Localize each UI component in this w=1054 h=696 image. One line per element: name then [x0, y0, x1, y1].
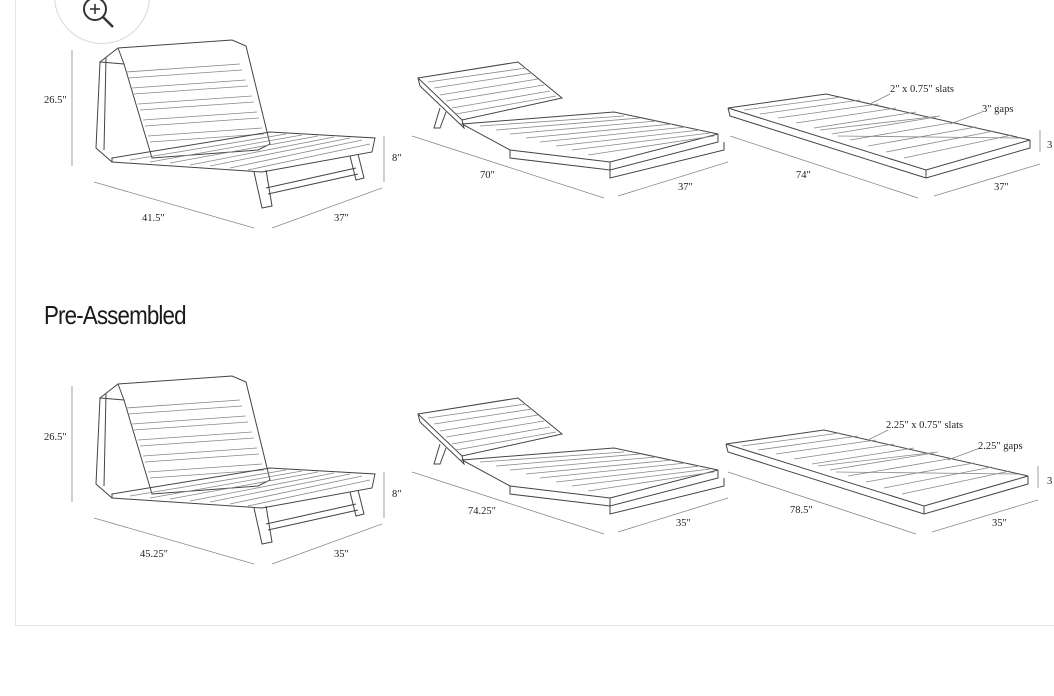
chair-depth-label: 45.25" — [140, 549, 168, 560]
bed-slats-label: 2.25" x 0.75" slats — [886, 420, 963, 431]
lounger-width-label: 37" — [678, 182, 693, 193]
chair-depth-label: 41.5" — [142, 213, 165, 224]
lounger-width-label: 35" — [676, 518, 691, 529]
bed-width-label: 35" — [992, 518, 1007, 529]
bed-length-label: 74" — [796, 170, 811, 181]
chair-height-label: 26.5" — [44, 432, 67, 443]
bed-length-label: 78.5" — [790, 505, 813, 516]
zoom-in-icon — [83, 0, 114, 28]
chair-width-label: 37" — [334, 213, 349, 224]
bed-edge-label: 3 — [1047, 140, 1052, 151]
chair-drawing-bottom — [71, 375, 385, 565]
chair-drawing-top — [71, 39, 385, 229]
section-title-pre-assembled: Pre-Assembled — [44, 300, 187, 330]
bed-slats-label: 2" x 0.75" slats — [890, 84, 954, 95]
lounger-drawing-bottom — [411, 397, 729, 535]
chair-seat-height-label: 8" — [392, 489, 402, 500]
lounger-length-label: 74.25" — [468, 506, 496, 517]
chair-width-label: 35" — [334, 549, 349, 560]
chair-height-label: 26.5" — [44, 95, 67, 106]
bed-edge-label: 3 — [1047, 476, 1052, 487]
lounger-drawing-top — [411, 61, 729, 199]
bed-width-label: 37" — [994, 182, 1009, 193]
chair-seat-height-label: 8" — [392, 153, 402, 164]
lounger-length-label: 70" — [480, 170, 495, 181]
bed-gaps-label: 3" gaps — [982, 104, 1013, 115]
bed-gaps-label: 2.25" gaps — [978, 441, 1023, 452]
